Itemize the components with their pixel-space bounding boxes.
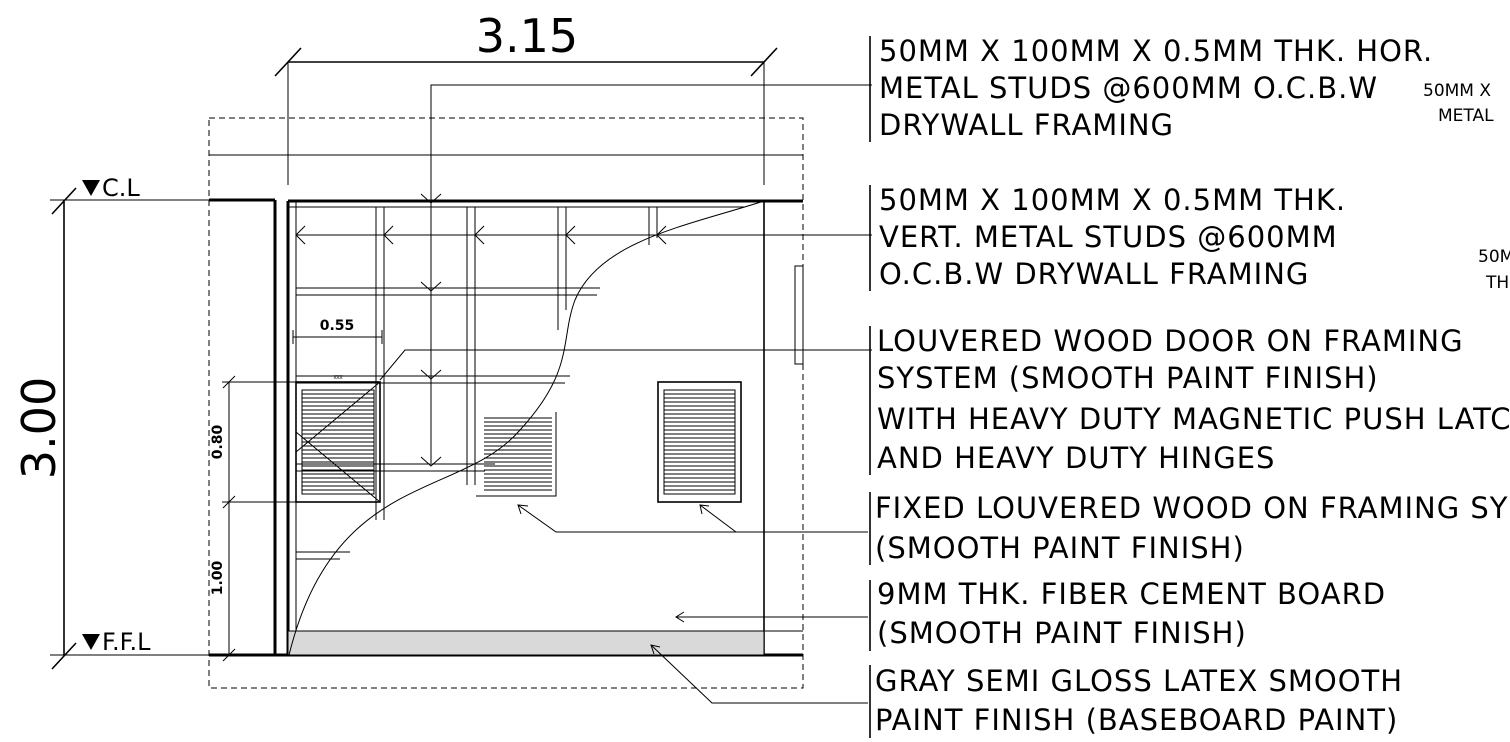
note-line: GRAY SEMI GLOSS LATEX SMOOTH <box>875 664 1403 698</box>
metal-stud-framing <box>288 201 745 631</box>
note-line: LOUVERED WOOD DOOR ON FRAMING <box>877 324 1464 358</box>
width-dimension: 3.15 <box>274 9 778 185</box>
note-line: O.C.B.W DRYWALL FRAMING <box>879 257 1309 291</box>
note-line: (SMOOTH PAINT FINISH) <box>875 531 1245 565</box>
leader-vertical-studs <box>295 225 872 245</box>
ceiling-level-label: C.L <box>102 174 140 202</box>
cutoff-note-line: TH <box>1485 273 1509 293</box>
ceiling-level-marker: C.L <box>82 174 140 202</box>
note-line: METAL STUDS @600MM O.C.B.W <box>879 71 1378 105</box>
louvered-panel-partial <box>476 412 557 497</box>
break-line-curve <box>288 200 765 656</box>
baseboard-paint-band <box>287 630 765 656</box>
note-line: DRYWALL FRAMING <box>879 108 1174 142</box>
sill-height-label: 1.00 <box>210 560 226 595</box>
cutoff-note-1: 50MM X METAL <box>1423 81 1494 126</box>
note-louvered-door: LOUVERED WOOD DOOR ON FRAMING SYSTEM (SM… <box>877 324 1510 475</box>
note-horizontal-studs: 50MM X 100MM X 0.5MM THK. HOR. METAL STU… <box>879 34 1433 142</box>
cutoff-note-line: 50M <box>1478 247 1510 267</box>
note-line: 9MM THK. FIBER CEMENT BOARD <box>877 577 1386 611</box>
panel-tag: XXX <box>333 375 342 381</box>
note-baseboard-paint: GRAY SEMI GLOSS LATEX SMOOTH PAINT FINIS… <box>875 664 1403 737</box>
note-line: 50MM X 100MM X 0.5MM THK. <box>879 183 1346 217</box>
note-line: WITH HEAVY DUTY MAGNETIC PUSH LATCH <box>877 402 1510 436</box>
leader-horizontal-studs <box>420 84 872 467</box>
width-dimension-label: 3.15 <box>476 9 578 63</box>
dashed-boundary <box>208 117 804 689</box>
leader-louvered-door <box>379 349 872 381</box>
floor-level-label: F.F.L <box>102 628 151 656</box>
leader-fiber-cement <box>675 611 868 623</box>
fixed-louvered-panel <box>657 381 742 503</box>
cutoff-note-line: METAL <box>1438 106 1494 126</box>
right-edge-detail <box>794 265 804 365</box>
note-line: PAINT FINISH (BASEBOARD PAINT) <box>875 703 1398 737</box>
panel-height-dimensions: 0.80 1.00 <box>210 375 300 662</box>
height-dimension: 3.00 <box>12 187 275 670</box>
note-line: (SMOOTH PAINT FINISH) <box>877 616 1247 650</box>
panel-width-label: 0.55 <box>320 318 355 334</box>
note-vertical-studs: 50MM X 100MM X 0.5MM THK. VERT. METAL ST… <box>879 183 1346 291</box>
note-line: SYSTEM (SMOOTH PAINT FINISH) <box>877 361 1379 395</box>
note-line: VERT. METAL STUDS @600MM <box>879 220 1338 254</box>
louvered-door-panel: XXX <box>295 375 381 503</box>
cutoff-note-2: 50M TH <box>1478 247 1510 293</box>
cutoff-note-line: 50MM X <box>1423 81 1491 101</box>
leader-baseboard-paint <box>650 644 868 704</box>
note-line: 50MM X 100MM X 0.5MM THK. HOR. <box>879 34 1433 68</box>
note-line: FIXED LOUVERED WOOD ON FRAMING SYSTEM <box>875 491 1510 525</box>
height-dimension-label: 3.00 <box>12 377 66 479</box>
panel-width-dimension: 0.55 <box>292 318 383 344</box>
note-fiber-cement: 9MM THK. FIBER CEMENT BOARD (SMOOTH PAIN… <box>877 577 1386 650</box>
panel-height-label: 0.80 <box>210 424 226 459</box>
note-line: AND HEAVY DUTY HINGES <box>877 441 1275 475</box>
leader-fixed-louvered <box>517 504 868 533</box>
note-fixed-louvered: FIXED LOUVERED WOOD ON FRAMING SYSTEM (S… <box>875 491 1510 565</box>
floor-level-marker: F.F.L <box>82 628 151 656</box>
